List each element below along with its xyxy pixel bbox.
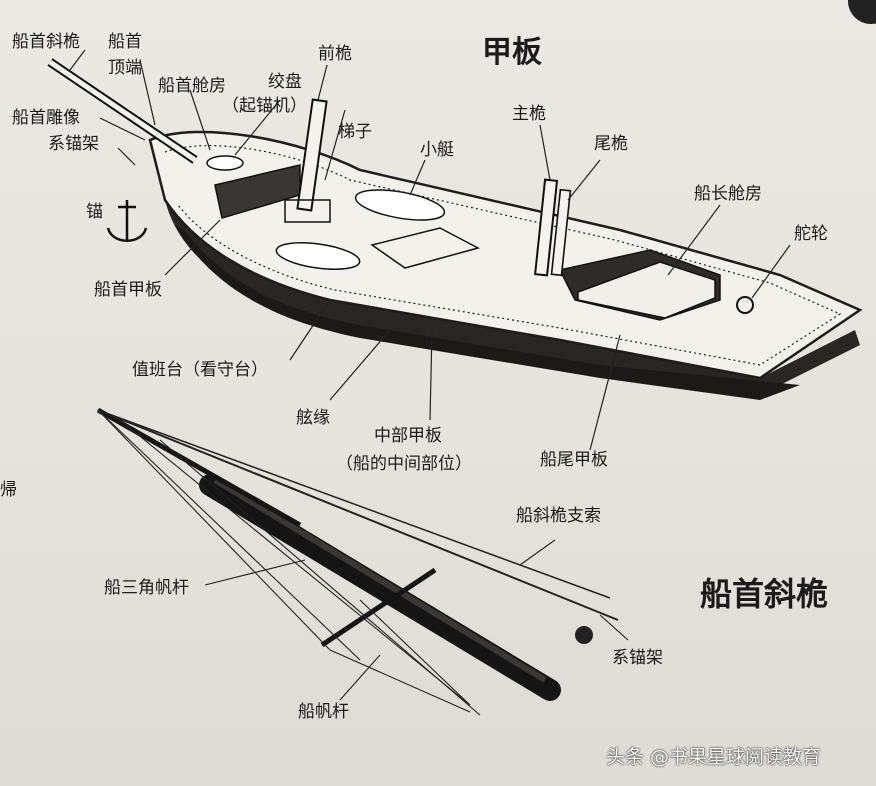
cathead	[575, 626, 593, 644]
label-forecastle: 船首甲板	[94, 280, 162, 300]
small-boat-2	[275, 242, 361, 270]
label-waist: 中部甲板	[374, 426, 442, 446]
hull-lower	[175, 225, 800, 400]
bowsprit-spar	[199, 474, 561, 701]
label-top-end: 顶端	[108, 58, 142, 78]
label-foremast: 前桅	[318, 44, 352, 64]
label-spritsail-yard: 船帆杆	[298, 702, 349, 722]
anchor	[106, 200, 148, 242]
label-jib-boom: 船三角帆杆	[104, 578, 189, 598]
bowsprit-title: 船首斜桅	[700, 575, 829, 613]
wheel	[736, 296, 754, 314]
label-ladder: 梯子	[338, 122, 372, 142]
mizzenmast	[550, 188, 572, 277]
hull-side	[165, 195, 860, 395]
label-wheel: 舵轮	[794, 224, 828, 244]
label-quarterdeck: 船尾甲板	[540, 450, 608, 470]
label-mizzen: 尾桅	[594, 134, 628, 154]
foremast	[296, 98, 328, 212]
label-capstan: 绞盘	[268, 72, 302, 92]
deck-outline	[148, 130, 863, 380]
label-bowsprit-top: 船首斜桅	[12, 32, 80, 52]
deck-title: 甲板	[482, 35, 542, 70]
label-figurehead: 船首雕像	[12, 108, 80, 128]
label-anchor: 锚	[86, 202, 103, 222]
label-bow-end: 船首	[108, 32, 142, 52]
captain-cabin	[577, 261, 716, 319]
label-side-cut: 帰	[0, 480, 17, 500]
hatch	[370, 227, 481, 269]
label-mainmast: 主桅	[512, 104, 546, 124]
label-watch-platform: 值班台（看守台）	[132, 360, 268, 380]
label-bowsprit-stay: 船斜桅支索	[516, 506, 601, 526]
label-boat: 小艇	[420, 140, 454, 160]
label-captain-cabin: 船长舱房	[694, 184, 762, 204]
bowsprit-stay	[97, 409, 619, 621]
label-windlass: （起锚机）	[222, 96, 307, 116]
label-cathead: 系锚架	[48, 134, 99, 154]
small-boat	[354, 189, 446, 221]
spritsail-yard	[320, 567, 437, 648]
label-bowsprit-cathead: 系锚架	[612, 648, 663, 668]
mainmast	[534, 178, 559, 277]
watermark: 头条 @书果星球阅读教育	[606, 746, 822, 768]
label-bow-cabin: 船首舱房	[158, 76, 226, 96]
label-waist-note: （船的中间部位）	[336, 454, 472, 474]
label-gunwale: 舷缘	[296, 408, 330, 428]
